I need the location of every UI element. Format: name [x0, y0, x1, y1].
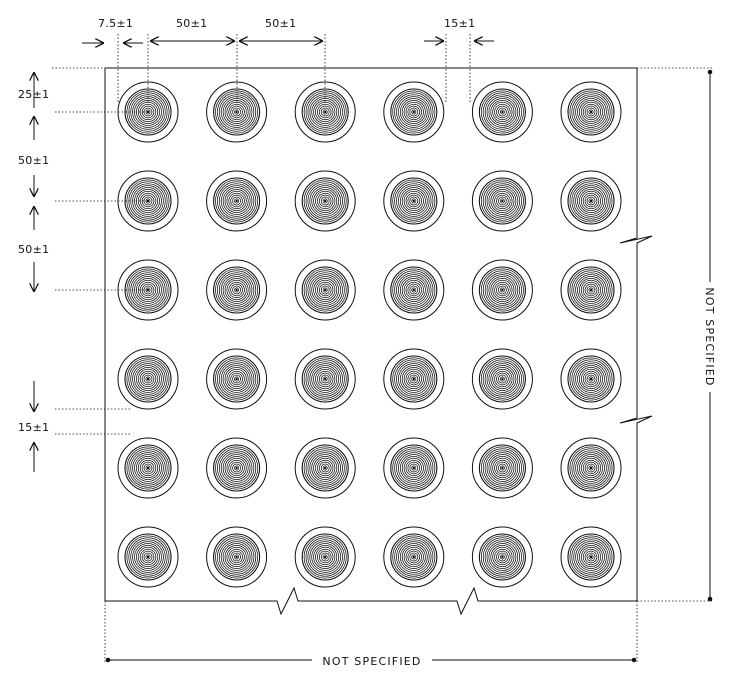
tactile-stud: [383, 81, 445, 143]
stud-grid: [117, 81, 622, 588]
column-spacing-label-2: 50±1: [265, 17, 296, 30]
tactile-stud: [560, 170, 622, 232]
tactile-stud: [471, 526, 533, 588]
tactile-stud: [117, 81, 179, 143]
tactile-stud: [294, 170, 356, 232]
tactile-stud: [471, 81, 533, 143]
tactile-stud: [294, 526, 356, 588]
row-edge-offset-label: 25±1: [18, 88, 49, 101]
row-spacing-label-2: 50±1: [18, 243, 49, 256]
tactile-stud: [471, 348, 533, 410]
tactile-stud: [560, 348, 622, 410]
tactile-stud: [471, 170, 533, 232]
extension-lines-top: [117, 34, 471, 102]
tactile-stud: [117, 526, 179, 588]
base-diameter-label: 15±1: [18, 421, 49, 434]
tactile-stud: [560, 259, 622, 321]
tactile-stud: [206, 259, 268, 321]
tactile-stud: [560, 526, 622, 588]
tactile-stud: [471, 259, 533, 321]
tactile-stud: [117, 259, 179, 321]
tactile-stud: [206, 81, 268, 143]
tactile-stud: [383, 259, 445, 321]
tactile-stud: [294, 437, 356, 499]
tactile-stud: [383, 348, 445, 410]
tactile-stud: [383, 526, 445, 588]
top-diameter-label: 15±1: [444, 17, 475, 30]
top-dimension-arrows: [82, 41, 494, 43]
row-spacing-label-1: 50±1: [18, 154, 49, 167]
tactile-stud: [117, 170, 179, 232]
tactile-stud: [383, 437, 445, 499]
tactile-stud: [206, 437, 268, 499]
extension-lines: [52, 67, 712, 662]
panel-outline: [104, 67, 653, 616]
column-spacing-label-1: 50±1: [176, 17, 207, 30]
tactile-stud: [206, 348, 268, 410]
height-dimension: [707, 69, 713, 602]
tactile-stud: [294, 259, 356, 321]
tactile-stud: [117, 437, 179, 499]
tactile-stud: [206, 526, 268, 588]
height-not-specified-label: NOT SPECIFIED: [703, 287, 716, 386]
width-dimension: [105, 657, 637, 663]
tactile-stud: [117, 348, 179, 410]
tactile-stud: [383, 170, 445, 232]
tactile-stud: [471, 437, 533, 499]
tactile-stud: [206, 170, 268, 232]
edge-offset-label: 7.5±1: [98, 17, 133, 30]
tactile-stud: [560, 437, 622, 499]
tactile-stud: [294, 348, 356, 410]
tactile-stud: [560, 81, 622, 143]
width-not-specified-label: NOT SPECIFIED: [322, 655, 421, 668]
